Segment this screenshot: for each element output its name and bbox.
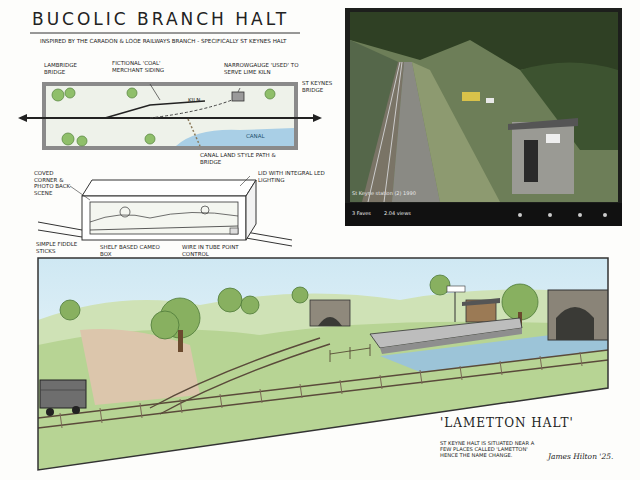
scene-panel	[38, 258, 610, 470]
annotation: SHELF BASED CAMEO BOX	[100, 244, 170, 257]
annotation: COVED CORNER & PHOTO BACK SCENE	[34, 170, 78, 196]
title: BUCOLIC BRANCH HALT	[32, 9, 332, 29]
annotation: KILN	[188, 97, 212, 104]
cameo-box-sketch	[38, 176, 292, 246]
annotation: 'LAMETTON HALT'	[440, 416, 590, 430]
annotation: ST KEYNES BRIDGE	[302, 80, 340, 93]
annotation: FICTIONAL 'COAL' MERCHANT SIDING	[112, 60, 192, 73]
annotation: CANAL LAND STYLE PATH & BRIDGE	[200, 152, 280, 165]
annotation: 2.04 views	[384, 210, 434, 216]
annotation: LAMBRIDGE BRIDGE	[44, 62, 86, 75]
annotation: LID WITH INTEGRAL LED LIGHTING	[258, 170, 336, 183]
annotation: NARROWGAUGE 'USED' TO SERVE LIME KILN	[224, 62, 302, 75]
annotation: St Keyne station (2) 1990	[352, 190, 492, 196]
annotation: CANAL	[246, 133, 276, 140]
annotation: INSPIRED BY THE CARADON & LOOE RAILWAYS …	[40, 38, 340, 45]
annotation: WIRE IN TUBE POINT CONTROL	[182, 244, 252, 257]
annotation: 3 Faves	[352, 210, 382, 216]
annotation: SIMPLE FIDDLE STICKS	[36, 241, 84, 254]
annotation: James Hilton '25.	[548, 452, 632, 461]
track-plan	[18, 84, 322, 148]
photo	[345, 8, 622, 226]
annotation: ST KEYNE HALT IS SITUATED NEAR A FEW PLA…	[440, 440, 540, 459]
title-underline	[30, 33, 300, 34]
